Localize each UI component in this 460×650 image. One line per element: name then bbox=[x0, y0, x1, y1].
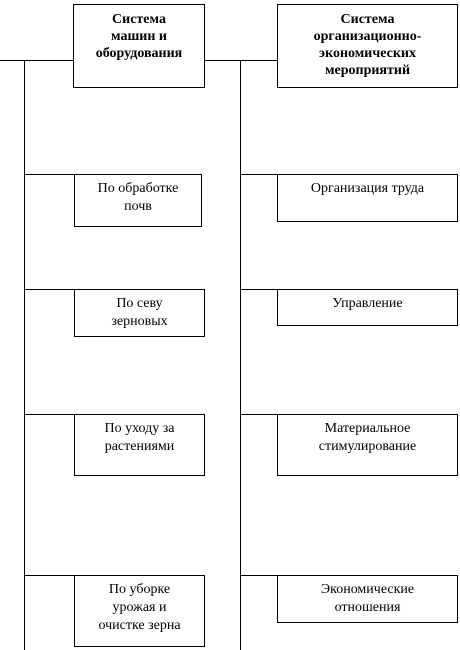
right-item-2-connector bbox=[240, 289, 277, 290]
right-header-box: Система организационно- экономических ме… bbox=[277, 4, 458, 88]
right-spine bbox=[240, 60, 241, 650]
left-item-3-connector bbox=[24, 414, 74, 415]
left-header-connector bbox=[0, 60, 73, 61]
right-item-3-connector bbox=[240, 414, 277, 415]
right-item-box-1: Организация труда bbox=[277, 174, 458, 222]
right-header-connector bbox=[204, 60, 277, 61]
right-item-4-connector bbox=[240, 575, 277, 576]
right-item-box-2: Управление bbox=[277, 289, 458, 326]
left-item-box-1: По обработке почв bbox=[74, 174, 202, 227]
left-header-box: Система машин и оборудования bbox=[73, 4, 205, 88]
left-item-box-3: По уходу за растениями bbox=[74, 414, 205, 476]
left-item-1-connector bbox=[24, 174, 74, 175]
right-item-box-3: Материальное стимулирование bbox=[277, 414, 458, 476]
left-item-box-4: По уборке урожая и очистке зерна bbox=[74, 575, 205, 647]
right-item-1-connector bbox=[240, 174, 277, 175]
left-item-4-connector bbox=[24, 575, 74, 576]
left-item-box-2: По севу зерновых bbox=[74, 289, 205, 337]
right-item-box-4: Экономические отношения bbox=[277, 575, 458, 623]
left-item-2-connector bbox=[24, 289, 74, 290]
left-spine bbox=[24, 60, 25, 650]
